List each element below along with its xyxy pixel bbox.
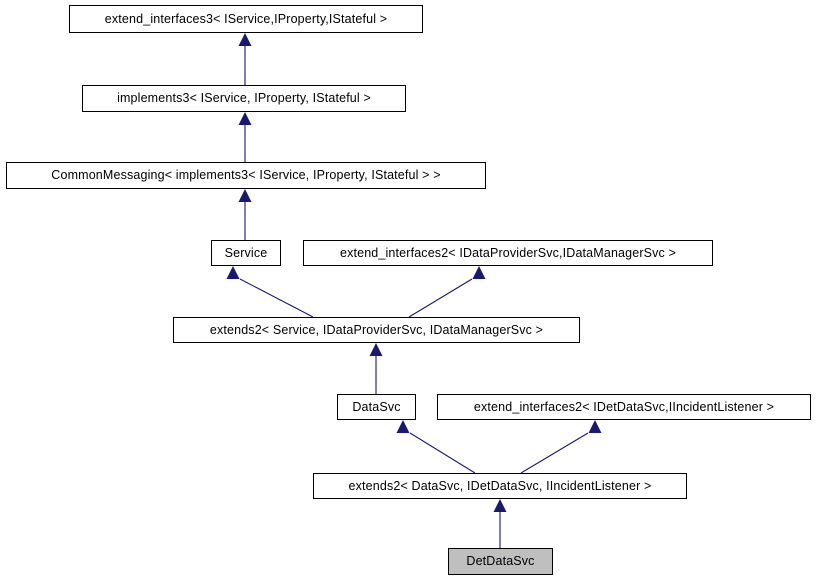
edge-line: [520, 432, 589, 474]
class-node-Service[interactable]: Service: [211, 240, 281, 266]
class-node-label: extends2< Service, IDataProviderSvc, IDa…: [209, 322, 544, 337]
class-node-label: extends2< DataSvc, IDetDataSvc, IInciden…: [348, 478, 652, 493]
edge-arrowhead: [396, 420, 410, 433]
class-node-extend_interfaces2_data[interactable]: extend_interfaces2< IDataProviderSvc,IDa…: [303, 240, 713, 266]
inheritance-edge-extends2_service-to-Service: [226, 266, 314, 318]
class-node-CommonMessaging[interactable]: CommonMessaging< implements3< IService, …: [6, 162, 486, 189]
edge-line: [409, 432, 476, 474]
edge-arrowhead: [238, 189, 252, 202]
class-node-label: implements3< IService, IProperty, IState…: [117, 91, 371, 106]
inheritance-edge-Service-to-CommonMessaging: [238, 189, 252, 240]
class-node-extend_interfaces3[interactable]: extend_interfaces3< IService,IProperty,I…: [69, 5, 423, 33]
class-node-label: extend_interfaces2< IDataProviderSvc,IDa…: [339, 245, 677, 260]
class-node-DetDataSvc[interactable]: DetDataSvc: [448, 548, 553, 575]
inheritance-edge-CommonMessaging-to-implements3: [238, 112, 252, 162]
inheritance-edge-extends2_datasvc-to-extend_interfaces2_det: [520, 420, 602, 474]
edge-line: [408, 278, 473, 318]
class-node-label: CommonMessaging< implements3< IService, …: [51, 168, 441, 183]
class-node-label: extend_interfaces3< IService,IProperty,I…: [104, 11, 388, 26]
edge-arrowhead: [588, 420, 602, 433]
class-node-extend_interfaces2_det[interactable]: extend_interfaces2< IDetDataSvc,IInciden…: [437, 394, 811, 420]
edge-arrowhead: [472, 266, 486, 279]
class-node-extends2_service[interactable]: extends2< Service, IDataProviderSvc, IDa…: [173, 317, 580, 343]
edge-line: [239, 278, 314, 318]
edge-arrowhead: [369, 343, 383, 356]
class-node-label: extend_interfaces2< IDetDataSvc,IInciden…: [473, 399, 775, 414]
inheritance-edge-implements3-to-extend_interfaces3: [238, 33, 252, 85]
edge-arrowhead: [226, 266, 240, 279]
inheritance-edge-DetDataSvc-to-extends2_datasvc: [493, 499, 507, 548]
class-node-label: DetDataSvc: [466, 554, 535, 569]
class-node-implements3[interactable]: implements3< IService, IProperty, IState…: [82, 85, 406, 112]
class-node-extends2_datasvc[interactable]: extends2< DataSvc, IDetDataSvc, IInciden…: [313, 473, 687, 499]
edge-arrowhead: [238, 112, 252, 125]
class-node-label: DataSvc: [352, 399, 401, 414]
inheritance-edge-DataSvc-to-extends2_service: [369, 343, 383, 394]
edge-arrowhead: [238, 33, 252, 46]
inheritance-edge-extends2_datasvc-to-DataSvc: [396, 420, 476, 474]
edge-arrowhead: [493, 499, 507, 512]
class-node-DataSvc[interactable]: DataSvc: [337, 394, 416, 420]
class-node-label: Service: [224, 245, 268, 260]
inheritance-edge-extends2_service-to-extend_interfaces2_data: [408, 266, 486, 318]
